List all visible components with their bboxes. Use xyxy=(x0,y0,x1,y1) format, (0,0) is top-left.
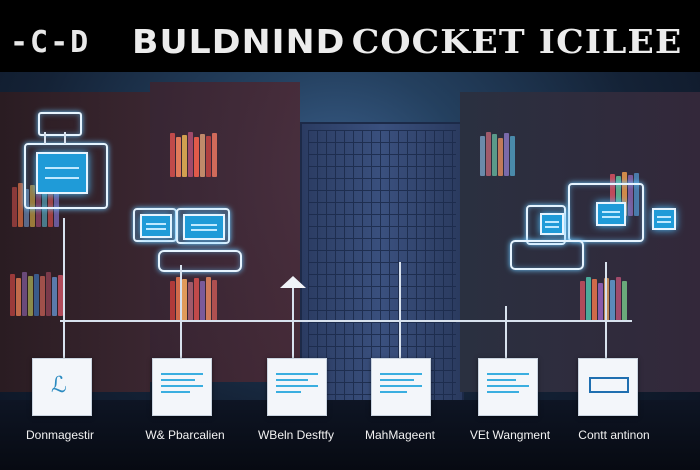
module-label-1: Donmagestir xyxy=(25,428,95,442)
module-label-2: W& Pbarcalien xyxy=(145,428,225,442)
title-part1: BULDNIND xyxy=(132,22,346,61)
right-books-row-3 xyxy=(580,277,627,321)
right-books-row-2 xyxy=(610,172,639,216)
module-card-6[interactable] xyxy=(578,358,638,416)
list-card-icon xyxy=(161,373,203,397)
list-card-icon xyxy=(380,373,422,397)
module-label-6: Contt antinon xyxy=(578,428,650,442)
connector-4 xyxy=(399,262,401,358)
right-books-row-1 xyxy=(480,132,515,176)
title-part2: COCKET ICILEE xyxy=(351,22,683,61)
logo-text: -C-D xyxy=(10,24,91,60)
center-left-books-row-2 xyxy=(170,277,217,321)
left-books-row-2 xyxy=(10,272,63,316)
module-card-3[interactable] xyxy=(267,358,327,416)
logo: -C-D xyxy=(10,20,90,64)
module-card-1[interactable]: ℒ xyxy=(32,358,92,416)
module-card-2[interactable] xyxy=(152,358,212,416)
list-card-icon xyxy=(487,373,529,397)
connector-6 xyxy=(605,262,607,358)
left-bookshelf xyxy=(0,92,150,392)
connector-5 xyxy=(505,306,507,358)
module-label-4: MahMageent xyxy=(364,428,436,442)
module-label-5: VEt Wangment xyxy=(469,428,551,442)
connector-1 xyxy=(63,218,65,358)
module-card-4[interactable] xyxy=(371,358,431,416)
connector-3 xyxy=(292,288,294,358)
module-card-5[interactable] xyxy=(478,358,538,416)
list-card-icon xyxy=(276,373,318,397)
main-connector-line xyxy=(60,320,632,322)
device-card-icon xyxy=(589,377,629,393)
chart-card-icon: ℒ xyxy=(51,373,67,398)
center-left-books-row-1 xyxy=(170,132,217,177)
arrow-up-icon xyxy=(280,276,306,288)
connector-2 xyxy=(180,265,182,358)
module-label-3: WBeln Desftfy xyxy=(257,428,335,442)
